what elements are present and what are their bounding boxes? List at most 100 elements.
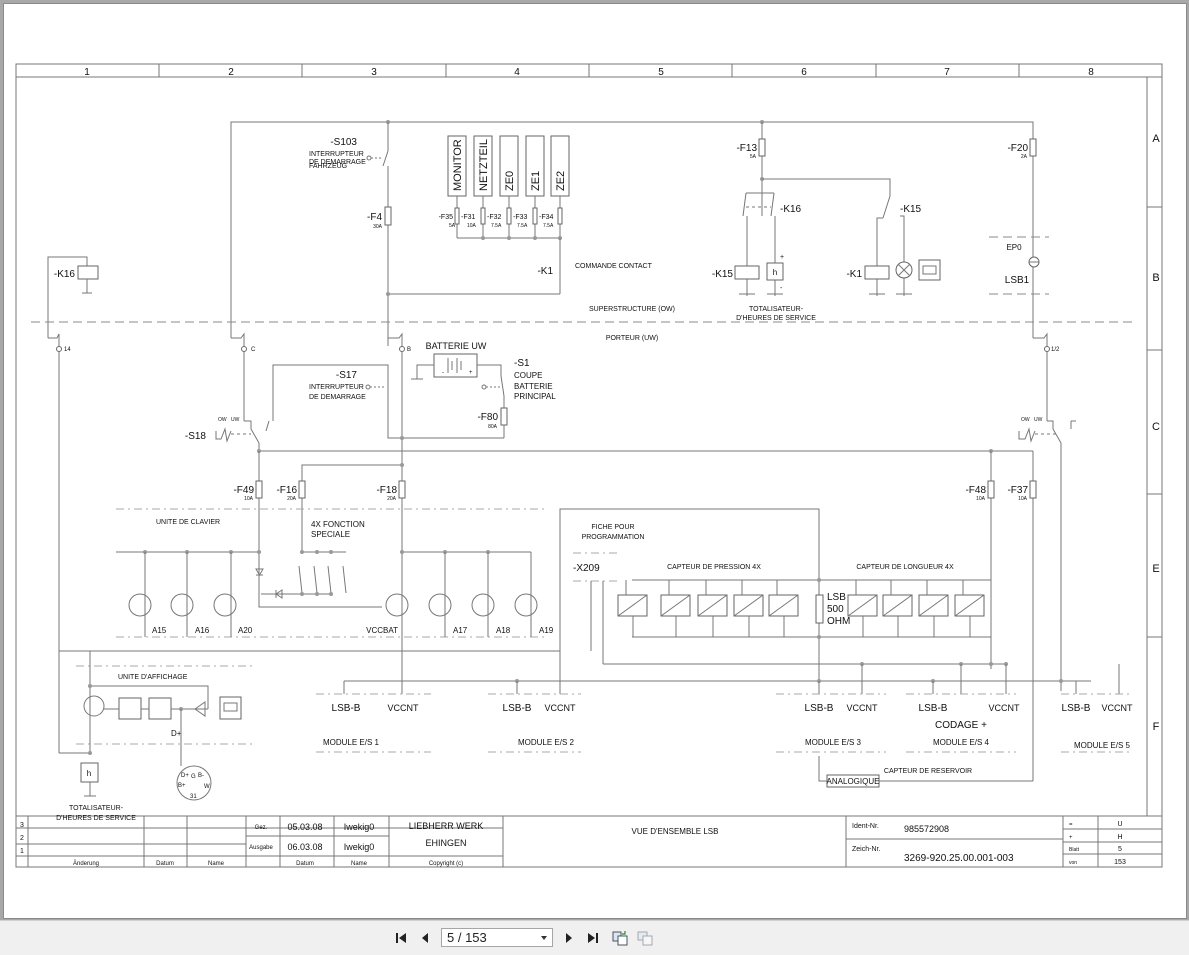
svg-text:Iwekig0: Iwekig0 (344, 822, 375, 832)
svg-text:ZE1: ZE1 (530, 171, 542, 191)
svg-text:14: 14 (64, 347, 71, 353)
svg-text:D+: D+ (181, 773, 189, 779)
pressure-sensor (617, 580, 648, 637)
battery-indicator-icon (918, 259, 941, 281)
fuse-f13: -F13 5A (736, 122, 766, 216)
svg-text:-X209: -X209 (573, 563, 600, 574)
svg-text:LSB-B: LSB-B (332, 703, 361, 714)
mosfet-a16: A16 (170, 552, 210, 637)
sheet-number: 5 (1118, 846, 1122, 853)
svg-text:COUPE: COUPE (514, 371, 542, 380)
module-monitor: MONITOR (447, 135, 467, 197)
length-sensors-label: CAPTEUR DE LONGUEUR 4X (856, 564, 954, 571)
first-page-button[interactable] (393, 930, 409, 946)
length-sensor (847, 580, 878, 637)
svg-text:Copyright (c): Copyright (c) (429, 861, 463, 867)
svg-text:U: U (1117, 821, 1122, 828)
svg-text:ZE0: ZE0 (504, 171, 516, 191)
svg-text:CODAGE +: CODAGE + (935, 720, 987, 731)
svg-text:05.03.08: 05.03.08 (287, 822, 322, 832)
svg-text:5A: 5A (750, 154, 757, 160)
column-header: 1 2 3 4 5 6 7 8 (84, 64, 1094, 78)
sensor-array (617, 580, 985, 637)
svg-text:A17: A17 (453, 626, 468, 635)
fit-width-button[interactable] (637, 930, 653, 946)
column-label: 4 (514, 67, 520, 78)
row-label: A (1152, 133, 1160, 145)
column-label: 6 (801, 67, 807, 78)
fuse-f4: -F4 30A (367, 206, 392, 230)
last-page-button[interactable] (585, 930, 601, 946)
svg-text:MODULE E/S 4: MODULE E/S 4 (933, 738, 990, 747)
ident-number: 985572908 (904, 824, 949, 834)
svg-text:+: + (469, 370, 473, 376)
previous-page-button[interactable] (417, 930, 433, 946)
fit-page-button[interactable] (612, 930, 628, 946)
svg-text:VCCNT: VCCNT (1102, 703, 1134, 713)
svg-text:-S1: -S1 (514, 358, 530, 369)
svg-text:31: 31 (190, 794, 197, 800)
svg-text:Iwekig0: Iwekig0 (344, 842, 375, 852)
io-module-3: LSB-B VCCNT MODULE E/S 3 (805, 703, 878, 747)
svg-text:-F33: -F33 (513, 214, 528, 221)
svg-text:MONITOR: MONITOR (452, 139, 464, 191)
svg-text:LSB-B: LSB-B (805, 703, 834, 714)
drawing-title: VUE D'ENSEMBLE LSB (632, 827, 719, 836)
svg-text:-S17: -S17 (336, 370, 358, 381)
svg-text:Name: Name (351, 861, 368, 867)
row-label: B (1152, 272, 1159, 284)
io-module-2: LSB-B VCCNT MODULE E/S 2 (503, 703, 576, 747)
chevron-down-icon[interactable] (541, 936, 547, 940)
column-label: 8 (1088, 67, 1094, 78)
svg-text:-K15: -K15 (900, 204, 922, 215)
svg-text:SPECIALE: SPECIALE (311, 530, 350, 539)
relay-coil-k1: -K1 (846, 265, 890, 295)
company-location: EHINGEN (425, 838, 466, 848)
drawing-frame (15, 63, 1163, 868)
previous-page-icon (422, 933, 428, 943)
mosfet-a19: A19 (514, 552, 554, 637)
svg-text:-F16: -F16 (276, 485, 297, 496)
length-sensor (882, 580, 913, 637)
svg-text:Änderung: Änderung (73, 860, 99, 867)
svg-text:-: - (442, 370, 444, 376)
svg-text:H: H (1117, 834, 1122, 841)
svg-text:OW: OW (218, 417, 227, 423)
length-sensor (954, 580, 985, 637)
svg-text:-F20: -F20 (1007, 143, 1028, 154)
column-label: 1 (84, 67, 90, 78)
svg-text:VCCBAT: VCCBAT (366, 626, 398, 635)
svg-text:A20: A20 (238, 626, 253, 635)
page-selector[interactable]: 5 / 153 (441, 928, 553, 947)
svg-text:-F35: -F35 (439, 214, 454, 221)
switch-s18b: OW UW (1018, 417, 1076, 691)
svg-text:+: + (780, 254, 784, 261)
fuse-group-top: -F35 5A -F31 10A -F32 7.5A -F33 7.5A -F3… (439, 196, 563, 240)
svg-text:7.5A: 7.5A (543, 223, 554, 229)
column-label: 2 (228, 67, 234, 78)
svg-text:80A: 80A (488, 424, 498, 430)
svg-text:TOTALISATEUR-: TOTALISATEUR- (69, 805, 124, 812)
svg-text:-: - (780, 285, 783, 292)
switch-s18: -S18 OW UW (185, 417, 270, 451)
svg-text:-F32: -F32 (487, 214, 502, 221)
svg-text:Blatt: Blatt (1069, 847, 1080, 853)
last-page-icon (588, 933, 598, 943)
svg-text:NETZTEIL: NETZTEIL (478, 139, 490, 191)
svg-text:-F37: -F37 (1007, 485, 1028, 496)
svg-text:BATTERIE UW: BATTERIE UW (426, 341, 487, 351)
svg-text:3: 3 (20, 822, 24, 829)
svg-text:W: W (204, 784, 210, 790)
display-unit: D+ (83, 651, 242, 766)
totalisateur-label-top: TOTALISATEUR- D'HEURES DE SERVICE (736, 306, 816, 322)
svg-text:PRINCIPAL: PRINCIPAL (514, 392, 556, 401)
svg-text:INTERRUPTEUR: INTERRUPTEUR (309, 384, 364, 391)
switch-s17: -S17 INTERRUPTEUR DE DEMARRAGE (272, 364, 389, 421)
svg-text:Ident-Nr.: Ident-Nr. (852, 823, 879, 830)
next-page-button[interactable] (561, 930, 577, 946)
